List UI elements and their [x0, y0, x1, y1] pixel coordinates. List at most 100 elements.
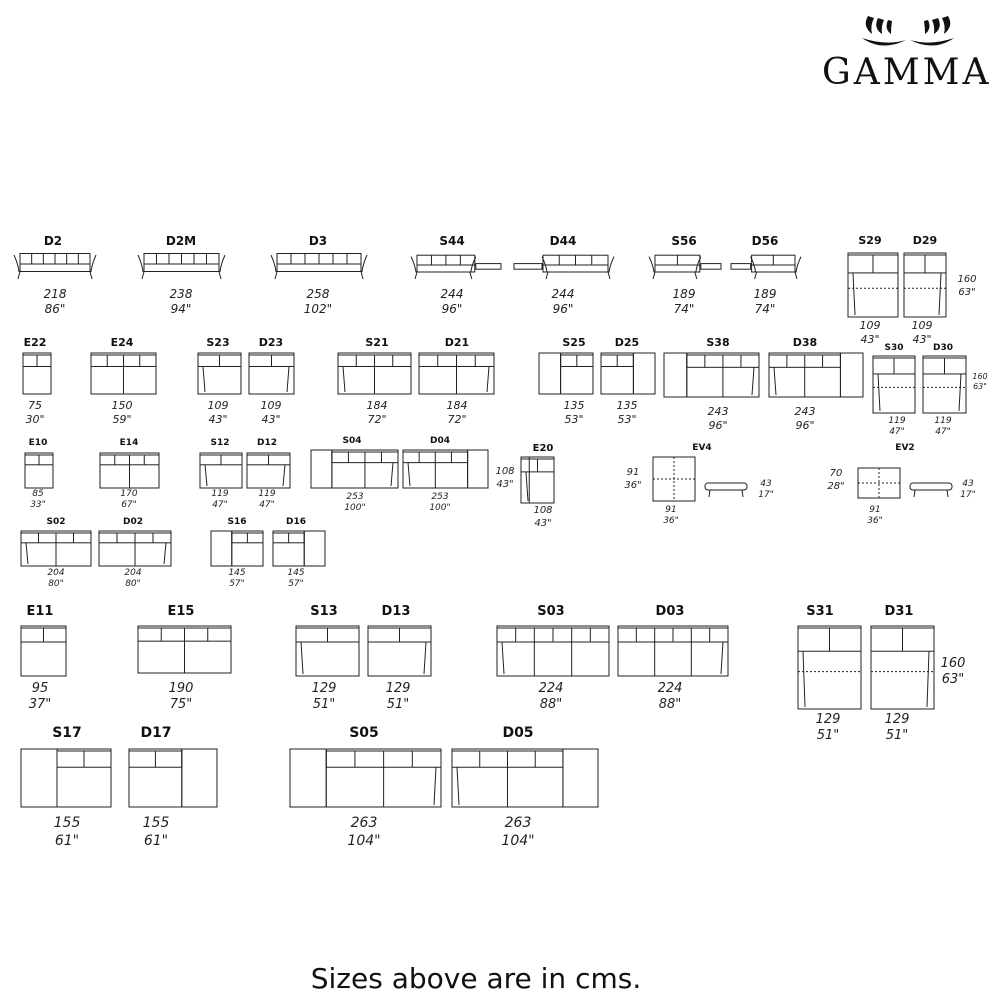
module-code: E15: [167, 604, 195, 619]
sofa-module-drawing: [730, 250, 802, 284]
sofa-module-drawing: [13, 248, 97, 284]
module-code: E10: [28, 438, 48, 448]
module-code: S05: [349, 725, 379, 741]
width-inches: 80": [125, 579, 141, 590]
module-code: S30: [884, 343, 904, 353]
width-inches: 72": [367, 412, 387, 426]
ottoman-side-drawing: [704, 482, 748, 502]
depth-inches: 63": [941, 672, 965, 688]
width-inches: 47": [212, 500, 228, 511]
sofa-module-drawing: [648, 250, 722, 284]
depth-cm: 70: [829, 468, 843, 479]
width-inches: 80": [48, 579, 64, 590]
sofa-module-drawing: [922, 355, 967, 418]
width-inches: 51": [386, 697, 410, 713]
depth-inches: 63": [973, 382, 987, 391]
sofa-module-drawing: [903, 252, 947, 322]
width-cm: 108: [533, 505, 553, 516]
units-note: Sizes above are in cms.: [310, 962, 642, 995]
width-inches: 51": [312, 697, 336, 713]
width-inches: 57": [288, 579, 304, 590]
width-inches: 53": [617, 412, 637, 426]
sofa-module-drawing: [872, 355, 916, 418]
module-code: S44: [439, 234, 465, 248]
width-cm: 258: [306, 287, 330, 301]
width-inches: 96": [795, 418, 815, 432]
module-code: D13: [381, 604, 411, 619]
module-code: E20: [532, 443, 554, 454]
module-code: EV2: [895, 443, 915, 453]
width-inches: 43": [261, 412, 281, 426]
module-code: E22: [23, 336, 47, 349]
width-cm: 190: [168, 681, 194, 696]
width-cm: 109: [859, 319, 881, 332]
width-inches: 51": [816, 728, 840, 744]
sofa-module-drawing: [847, 252, 899, 322]
sofa-module-drawing: [137, 625, 232, 678]
ottoman-side-drawing: [909, 482, 953, 502]
width-inches: 51": [885, 728, 909, 744]
sofa-module-drawing: [337, 352, 412, 399]
width-cm: 109: [911, 319, 933, 332]
width-cm: 218: [43, 287, 67, 301]
width-cm: 109: [207, 399, 229, 412]
sofa-module-drawing: [22, 352, 52, 399]
depth-cm: 91: [626, 467, 640, 478]
width-inches: 74": [754, 302, 776, 316]
sofa-module-drawing: [617, 625, 729, 681]
module-code: D30: [933, 343, 953, 353]
module-code: D25: [614, 336, 640, 349]
width-cm: 150: [111, 399, 133, 412]
width-cm: 253: [431, 492, 449, 502]
width-inches: 100": [344, 503, 366, 514]
sofa-module-drawing: [197, 352, 242, 399]
width-inches: 61": [143, 832, 169, 849]
width-cm: 155: [53, 815, 81, 831]
sofa-module-drawing: [402, 449, 489, 493]
width-cm: 135: [616, 399, 638, 412]
module-code: E14: [119, 438, 139, 448]
module-code: S56: [671, 234, 697, 248]
width-inches: 36": [867, 516, 883, 527]
width-inches: 88": [539, 697, 563, 713]
depth-cm: 43: [962, 479, 974, 489]
width-inches: 37": [28, 697, 52, 713]
width-cm: 170: [120, 489, 138, 499]
width-cm: 85: [32, 489, 44, 499]
width-inches: 47": [889, 427, 905, 438]
sofa-module-drawing: [310, 449, 399, 493]
sofa-module-drawing: [137, 248, 226, 284]
module-code: D2: [43, 234, 63, 248]
width-inches: 43": [208, 412, 228, 426]
module-code: D44: [549, 234, 577, 248]
sofa-module-drawing: [451, 748, 599, 812]
width-cm: 238: [169, 287, 193, 301]
sofa-module-drawing: [246, 452, 291, 493]
depth-inches: 17": [758, 490, 774, 501]
width-cm: 253: [346, 492, 364, 502]
